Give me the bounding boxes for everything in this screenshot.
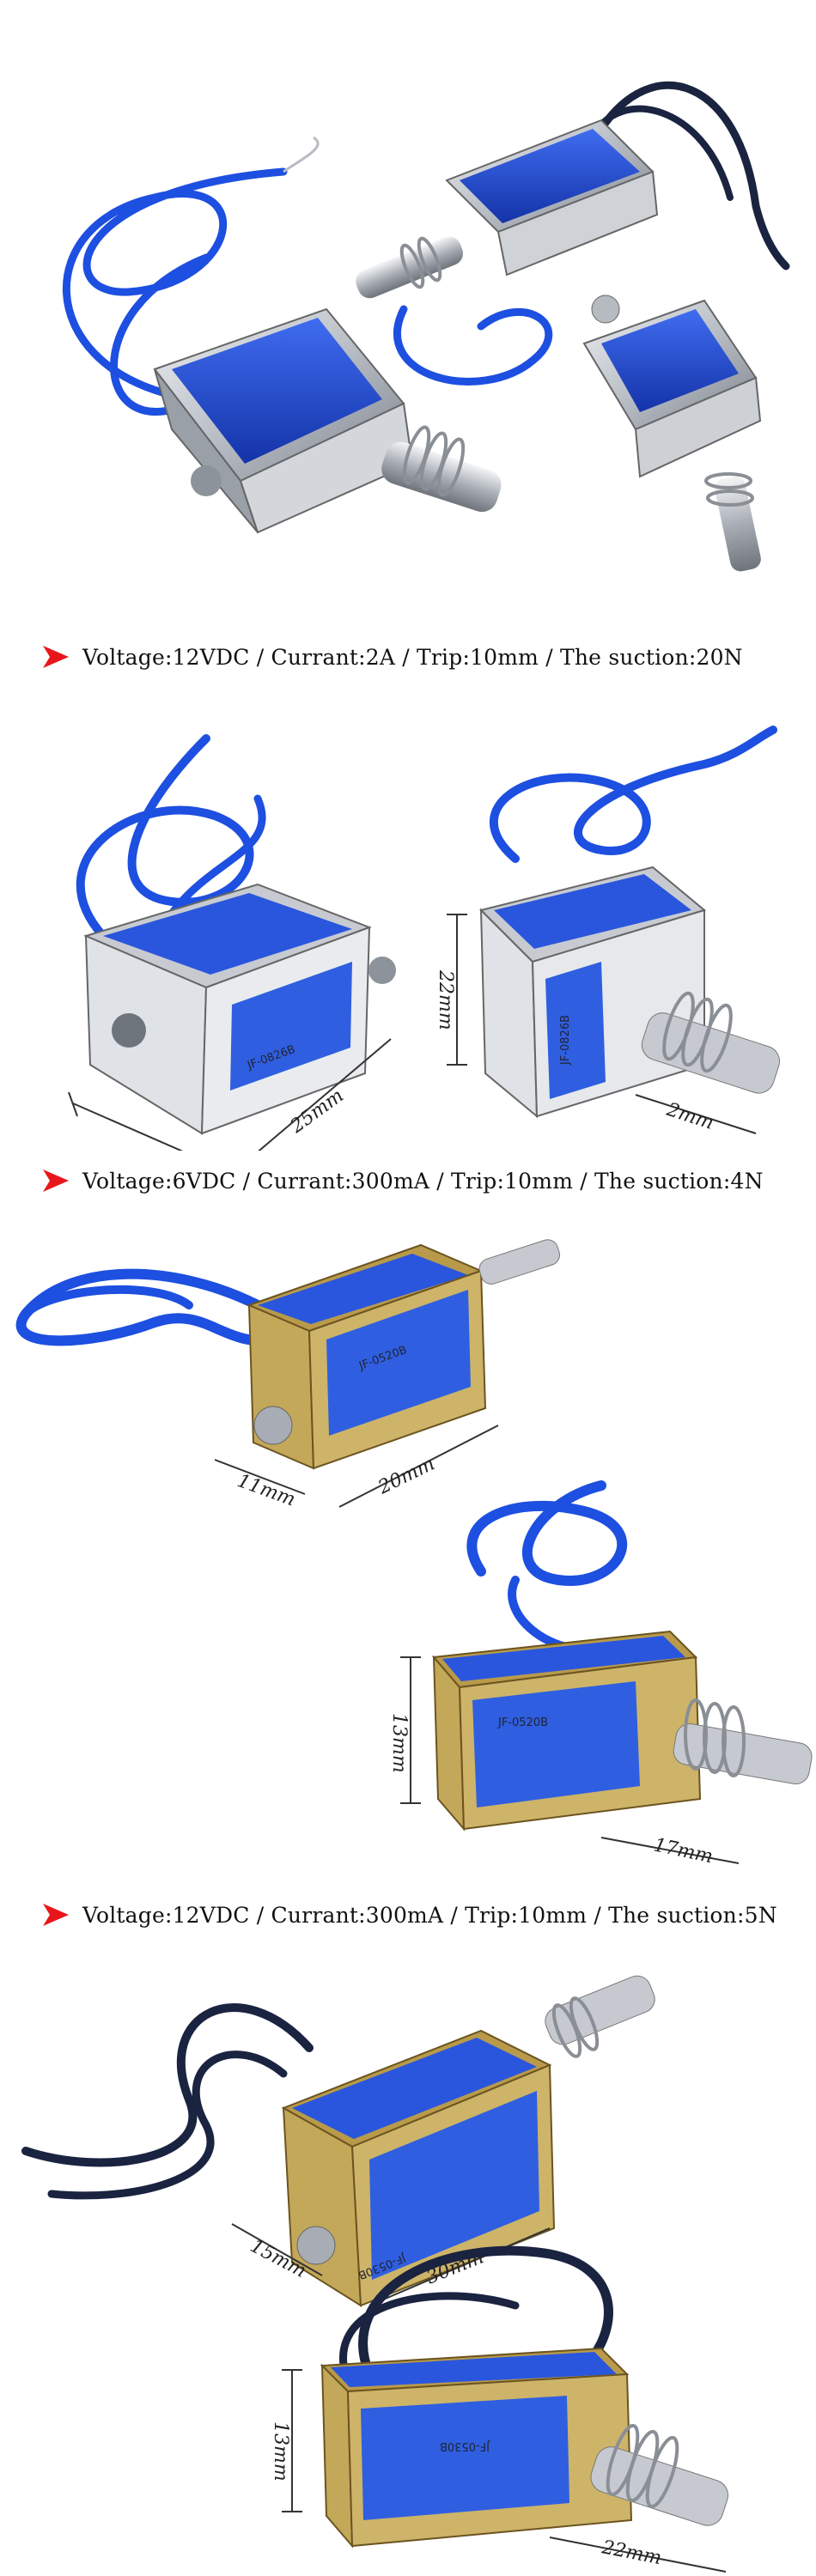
jf0520b-illustration: JF-0520B 11mm 20mm JF-0520B (15, 1239, 813, 1868)
jf0826b-right-unit: JF-0826B 22mm 2mm (435, 726, 780, 1134)
spec-line-2: Voltage:6VDC / Currant:300mA / Trip:10mm… (41, 1163, 764, 1198)
hero-photo (0, 0, 816, 601)
spec-text: Voltage:12VDC / Currant:300mA / Trip:10m… (82, 1902, 777, 1928)
jf0530b-front-unit: JF-0530B 13mm 22mm (270, 2245, 728, 2573)
red-arrow-icon (43, 1170, 69, 1192)
top-solenoid (356, 118, 659, 299)
dim-label: 22mm (600, 2537, 663, 2569)
spec-text: Voltage:12VDC / Currant:2A / Trip:10mm /… (82, 644, 743, 670)
dark-wire (597, 82, 790, 270)
jf0530b-dimension-photo: JF-0530B 15mm 30mm JF-0530B (0, 1945, 816, 2576)
bare-wire-end (283, 136, 320, 173)
red-arrow-icon (43, 1904, 69, 1926)
jf0530b-illustration: JF-0530B 15mm 30mm JF-0530B (21, 1975, 728, 2573)
model-label: JF-0826B (559, 1015, 572, 1066)
spec-line-1: Voltage:12VDC / Currant:2A / Trip:10mm /… (41, 640, 743, 674)
model-label: JF-0530B (440, 2439, 490, 2452)
dim-label: 11mm (234, 1470, 298, 1510)
dim-label: 2mm (663, 1099, 716, 1134)
dim-line (72, 1103, 184, 1151)
spec-text: Voltage:6VDC / Currant:300mA / Trip:10mm… (82, 1168, 764, 1194)
model-label: JF-0520B (497, 1716, 548, 1729)
small-solenoid (582, 295, 762, 572)
dim-label: 13mm (388, 1713, 410, 1773)
jf0520b-side-unit: JF-0520B 11mm 20mm (15, 1239, 560, 1510)
blue-wire (110, 253, 210, 416)
dim-label: 26mm (105, 1148, 169, 1151)
dim-label: 20mm (375, 1453, 439, 1498)
jf0826b-dimension-photo: JF-0826B 26mm 25mm JF-0826B (0, 687, 816, 1151)
large-solenoid (153, 307, 502, 534)
dark-wire (589, 105, 734, 201)
jf0520b-dimension-photo: JF-0520B 11mm 20mm JF-0520B (0, 1211, 816, 1872)
spec-line-3: Voltage:12VDC / Currant:300mA / Trip:10m… (41, 1898, 777, 1932)
dim-label: 22mm (435, 969, 456, 1030)
jf0826b-illustration: JF-0826B 26mm 25mm JF-0826B (68, 726, 780, 1151)
hero-solenoids-illustration (63, 82, 790, 572)
jf0826b-left-unit: JF-0826B 26mm 25mm (68, 734, 396, 1151)
dim-label: 17mm (652, 1834, 715, 1868)
blue-wire (393, 305, 553, 386)
dim-label: 13mm (270, 2421, 291, 2482)
blue-wire (63, 167, 288, 399)
red-arrow-icon (43, 646, 69, 668)
jf0520b-front-unit: JF-0520B 13mm 17mm (388, 1480, 813, 1868)
